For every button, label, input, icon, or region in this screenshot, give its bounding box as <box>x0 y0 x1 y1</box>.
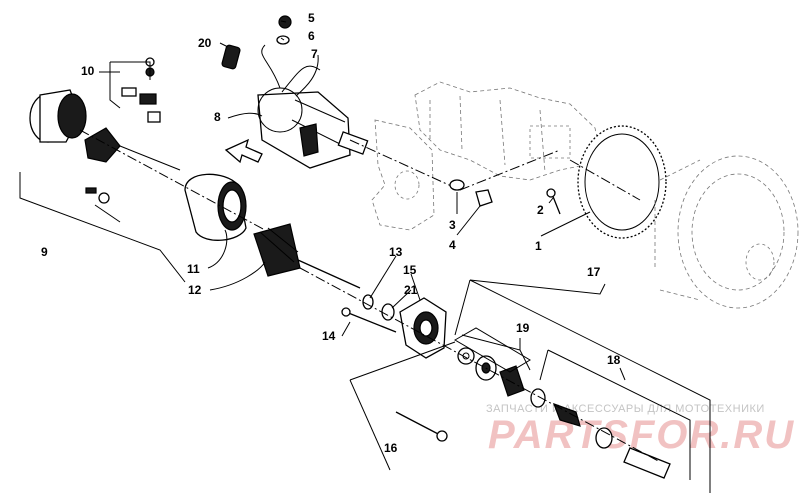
drive-clutch <box>654 155 799 309</box>
drive-kit <box>453 327 671 479</box>
terminal-kit <box>121 57 161 123</box>
callout-14: 14 <box>322 329 336 343</box>
callout-21: 21 <box>404 283 418 297</box>
brush-hardware <box>85 187 121 223</box>
callout-15: 15 <box>403 263 417 277</box>
group-brackets <box>19 61 711 493</box>
starter-motor-assembly <box>257 44 369 169</box>
frame-housing <box>184 173 247 241</box>
callout-17: 17 <box>587 265 601 279</box>
callout-9: 9 <box>41 245 48 259</box>
callout-7: 7 <box>311 47 318 61</box>
callout-12: 12 <box>188 283 202 297</box>
callout-20: 20 <box>198 36 212 50</box>
end-cover <box>29 89 87 143</box>
callout-1: 1 <box>535 239 542 253</box>
watermark-logo: PARTSFOR.RU <box>488 413 795 457</box>
callout-4: 4 <box>449 238 456 252</box>
callout-3: 3 <box>449 218 456 232</box>
direction-arrow-icon <box>224 138 263 164</box>
callout-labels: 1 2 3 4 5 6 7 8 9 10 11 12 13 14 15 16 1… <box>41 11 621 455</box>
washers <box>362 294 395 321</box>
callout-18: 18 <box>607 353 621 367</box>
brush-holder <box>84 127 181 171</box>
engine-block <box>414 81 601 181</box>
callout-6: 6 <box>308 29 315 43</box>
callout-5: 5 <box>308 11 315 25</box>
leader-lines <box>99 20 626 381</box>
hardware-3-4-2 <box>449 179 561 215</box>
armature <box>253 223 361 289</box>
part-20-connector <box>221 44 241 70</box>
callout-8: 8 <box>214 110 221 124</box>
ring-gear <box>577 125 667 239</box>
through-bolts <box>341 307 448 442</box>
drive-end-housing <box>399 297 447 359</box>
assembly-centerlines <box>79 129 661 463</box>
callout-11: 11 <box>187 262 200 276</box>
callout-19: 19 <box>516 321 530 335</box>
mounting-bracket <box>371 119 435 231</box>
callout-13: 13 <box>389 245 403 259</box>
callout-2: 2 <box>537 203 544 217</box>
callout-16: 16 <box>384 441 398 455</box>
callout-10: 10 <box>81 64 95 78</box>
